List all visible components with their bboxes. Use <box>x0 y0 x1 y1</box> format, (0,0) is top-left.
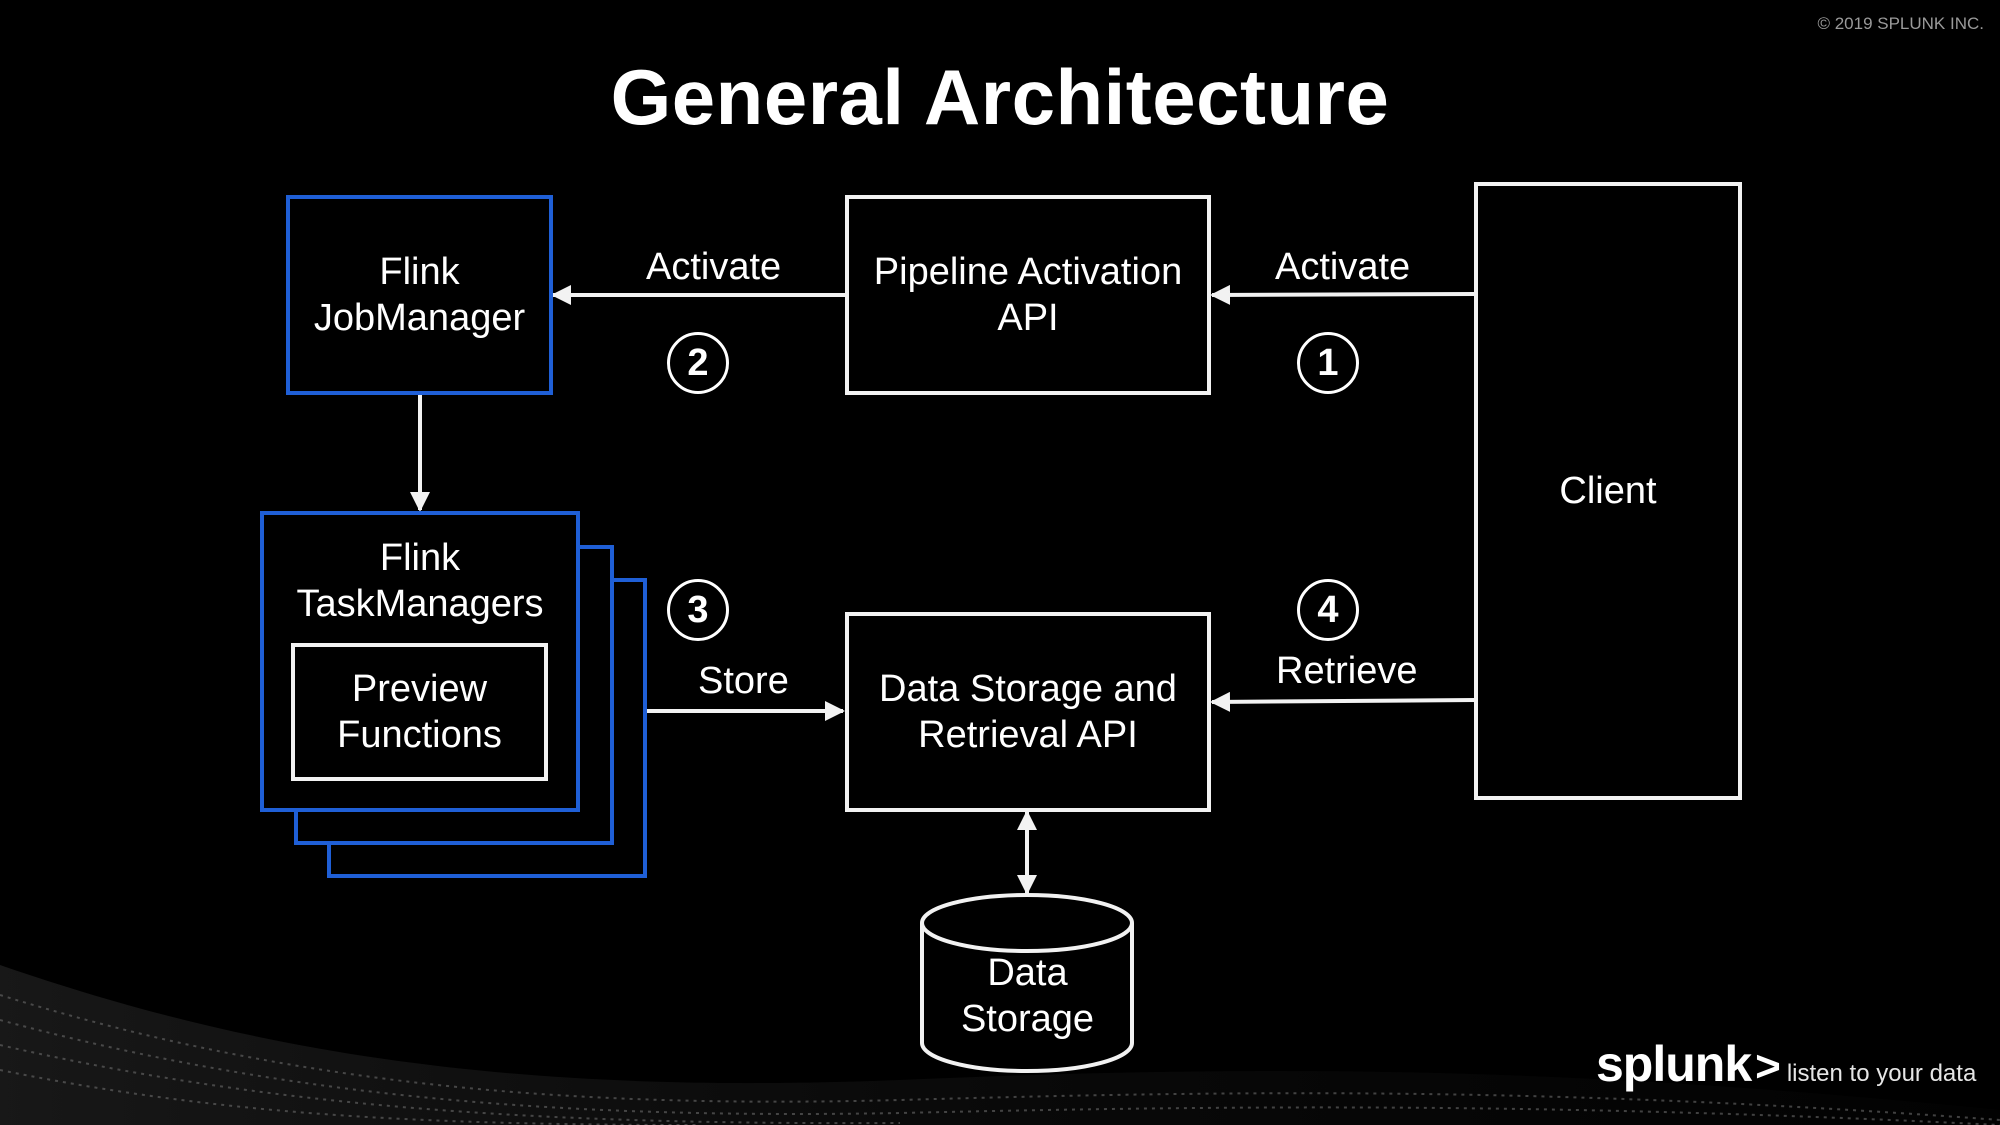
flink-jobmanager-node: Flink JobManager <box>286 195 553 395</box>
page-title: General Architecture <box>610 53 1390 141</box>
data-storage-retrieval-api-node: Data Storage and Retrieval API <box>845 612 1211 812</box>
pipeline-activation-api-label: Pipeline Activation API <box>873 250 1183 339</box>
edge-label-retrieve: Retrieve <box>1276 650 1418 692</box>
splunk-logo-tagline: listen to your data <box>1786 1060 1977 1087</box>
data-storage-label: Data Storage <box>960 952 1095 1041</box>
step-badge-4: 4 <box>1297 579 1359 641</box>
edge-client-to-pipeline <box>1210 284 1476 305</box>
splunk-logo-word: splunk <box>1596 1036 1752 1092</box>
flink-jobmanager-label: Flink JobManager <box>313 250 526 339</box>
data-wave-decoration <box>0 965 2000 1125</box>
edge-client-to-storage-api <box>1210 691 1476 712</box>
flink-taskmanagers-label: Flink TaskManagers <box>296 537 544 626</box>
edge-label-activate-left: Activate <box>646 246 782 288</box>
splunk-logo-chevron: > <box>1755 1042 1781 1091</box>
edge-label-store: Store <box>698 660 789 702</box>
step-badge-1: 1 <box>1297 332 1359 394</box>
step-badge-3: 3 <box>667 579 729 641</box>
step-badge-2: 2 <box>667 332 729 394</box>
edge-label-activate-right: Activate <box>1275 246 1411 288</box>
preview-functions-node: Preview Functions <box>291 643 548 781</box>
preview-functions-label: Preview Functions <box>337 667 502 756</box>
client-node: Client <box>1474 182 1742 800</box>
data-storage-retrieval-api-label: Data Storage and Retrieval API <box>879 667 1177 756</box>
pipeline-activation-api-node: Pipeline Activation API <box>845 195 1211 395</box>
database-icon <box>920 893 1134 1073</box>
client-label: Client <box>1559 469 1657 512</box>
splunk-logo: splunk > listen to your data <box>1596 1035 1976 1093</box>
copyright-notice: © 2019 SPLUNK INC. <box>1817 14 1984 33</box>
